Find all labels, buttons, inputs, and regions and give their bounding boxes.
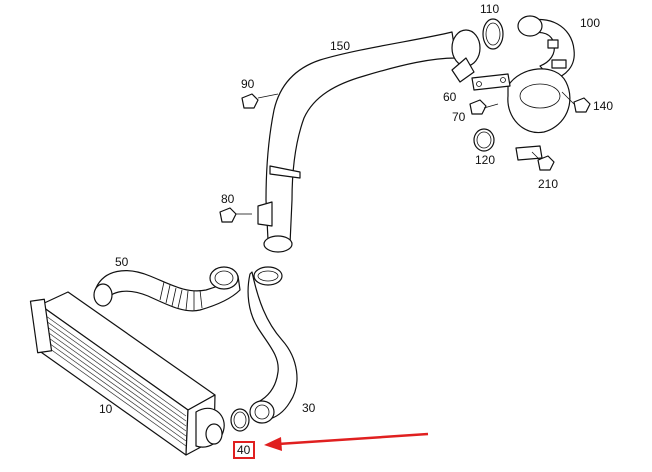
cooler-fins (45, 315, 187, 447)
label-80: 80 (221, 192, 235, 206)
label-70: 70 (452, 110, 466, 124)
bolt-80 (219, 207, 252, 223)
bolt-90 (241, 93, 279, 109)
label-40: 40 (237, 443, 251, 457)
elbow-100 (507, 15, 575, 134)
label-120: 120 (475, 153, 495, 167)
hose-50-ribs (159, 281, 203, 311)
label-140: 140 (593, 99, 613, 113)
bolt-210 (531, 151, 555, 171)
label-90: 90 (241, 77, 255, 91)
charge-pipe-150 (257, 29, 481, 253)
label-110: 110 (480, 2, 499, 16)
label-10: 10 (99, 402, 113, 416)
seal-ring-120 (473, 128, 495, 152)
charge-air-cooler (29, 291, 225, 456)
callout-arrow (264, 432, 429, 451)
seal-ring-40 (230, 408, 250, 432)
bolt-140 (561, 91, 591, 113)
highlight-box-40 (233, 441, 255, 459)
hose-50 (93, 266, 241, 312)
label-50: 50 (115, 255, 129, 269)
hose-30 (247, 266, 298, 424)
label-30: 30 (302, 401, 316, 415)
label-100: 100 (580, 16, 600, 30)
seal-ring-110 (482, 18, 504, 50)
label-150: 150 (330, 39, 350, 53)
bolt-70 (469, 99, 499, 115)
label-210: 210 (538, 177, 558, 191)
clip-60 (471, 73, 511, 91)
label-60: 60 (443, 90, 457, 104)
